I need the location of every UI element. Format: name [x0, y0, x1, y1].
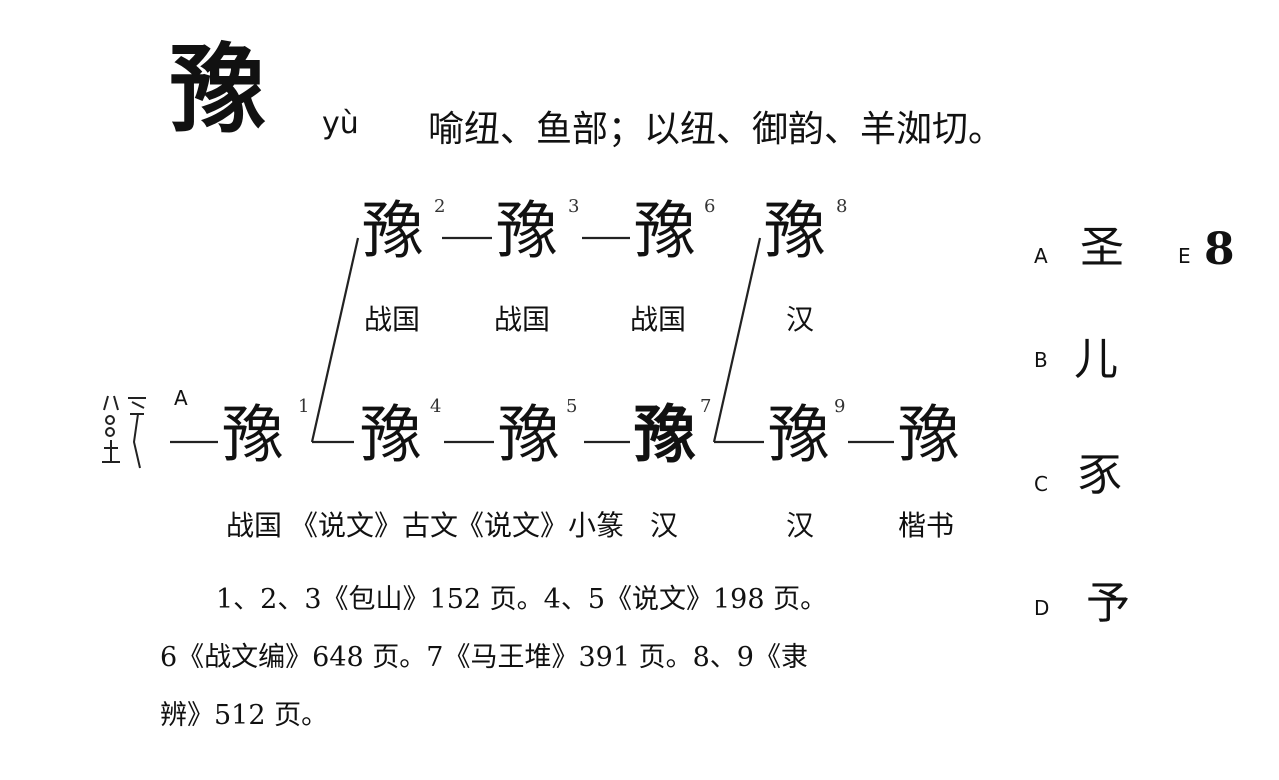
evolution-glyph-4: 豫: [360, 398, 423, 471]
evolution-label-5: 《说文》小篆: [456, 509, 625, 542]
component-b-glyph: 儿: [1074, 334, 1118, 385]
evolution-glyph-2: 豫: [362, 194, 425, 267]
evolution-num-2: 2: [434, 196, 446, 217]
component-c-glyph: 豕: [1078, 450, 1122, 501]
evolution-glyph-8: 豫: [764, 194, 827, 267]
source-note-line-2: 6《战文编》648 页。7《马王堆》391 页。8、9《隶: [160, 642, 808, 673]
evolution-num-7: 7: [700, 396, 712, 417]
source-note-line-1: 1、2、3《包山》152 页。4、5《说文》198 页。: [216, 584, 828, 615]
evolution-num-4: 4: [430, 396, 442, 417]
component-e-glyph: 8: [1204, 224, 1235, 275]
evolution-label-4: 《说文》古文: [290, 509, 459, 542]
evolution-label-9: 汉: [786, 509, 815, 542]
evolution-label-8: 汉: [786, 303, 815, 336]
component-c-letter: C: [1034, 472, 1048, 496]
evolution-num-1: 1: [298, 396, 310, 417]
evolution-glyph-7: 豫: [634, 398, 697, 471]
evolution-glyph-kaishu: 豫: [898, 398, 961, 471]
component-e-letter: E: [1178, 244, 1191, 268]
component-a-letter: A: [1034, 244, 1048, 268]
evolution-label-2: 战国: [364, 303, 421, 336]
evolution-glyph-6: 豫: [634, 194, 697, 267]
evolution-glyph-5: 豫: [498, 398, 561, 471]
evolution-label-kaishu: 楷书: [898, 509, 955, 542]
evolution-glyph-3: 豫: [496, 194, 559, 267]
evolution-num-3: 3: [568, 196, 580, 217]
component-a-glyph: 圣: [1080, 222, 1124, 273]
component-d-letter: D: [1034, 596, 1050, 620]
evolution-num-8: 8: [836, 196, 848, 217]
annotated-glyph: [100, 392, 152, 472]
evolution-glyph-1: 豫: [222, 398, 285, 471]
annotation-letter: A: [174, 386, 188, 410]
headword-reading: 喻纽、鱼部；以纽、御韵、羊洳切。: [428, 109, 1005, 150]
evolution-glyph-9: 豫: [768, 398, 831, 471]
evolution-label-3: 战国: [494, 303, 551, 336]
evolution-num-9: 9: [834, 396, 846, 417]
evolution-label-7: 汉: [650, 509, 679, 542]
headword-pinyin: yù: [322, 106, 359, 141]
headword-char: 豫: [170, 33, 266, 146]
component-d-glyph: 予: [1086, 578, 1130, 629]
component-b-letter: B: [1034, 348, 1048, 372]
annotated-glyph-drawing: [102, 395, 146, 469]
evolution-label-1: 战国: [226, 509, 283, 542]
source-note-line-3: 辨》512 页。: [160, 700, 329, 731]
evolution-label-6: 战国: [630, 303, 687, 336]
evolution-num-5: 5: [566, 396, 578, 417]
evolution-num-6: 6: [704, 196, 716, 217]
